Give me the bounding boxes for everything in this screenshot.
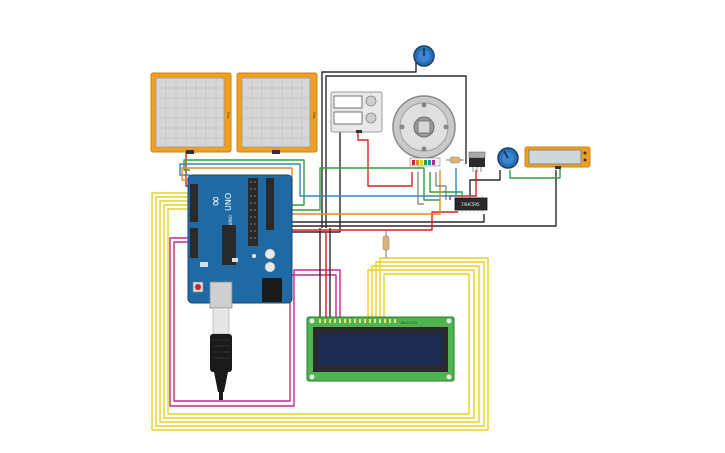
wire-yellow-2[interactable] [155,196,485,427]
arduino-digital-header[interactable] [248,178,258,246]
usb-cable[interactable] [210,307,232,400]
wire-green-1[interactable] [183,159,305,206]
gas-sensor-2[interactable]: Gas [236,72,318,154]
wire-black-top-2[interactable] [325,75,467,228]
ic-label: 74HC595 [461,202,480,207]
arduino-usb-port[interactable] [209,281,233,309]
gas-sensor-1[interactable]: Gas [150,72,232,154]
wire-red-long[interactable] [268,211,458,231]
wire-black-ic[interactable] [469,170,501,200]
wire-magenta-1[interactable] [169,237,341,407]
wire-magenta-2[interactable] [173,241,337,402]
lcd-screen [318,333,443,366]
wire-yellow-4[interactable] [163,204,475,419]
small-display-module[interactable] [524,146,591,169]
arduino-atmega-chip [222,225,236,265]
arduino-analog-header[interactable] [190,228,198,258]
gas-sensor-2-grid [242,78,310,147]
wire-red-right[interactable] [449,170,477,200]
voltage-regulator[interactable] [468,151,486,172]
resistor-1[interactable] [446,156,464,164]
wire-orange[interactable] [181,167,441,215]
potentiometer-top[interactable] [413,45,435,67]
wire-green-2[interactable] [268,167,440,211]
wire-gray-2[interactable] [435,172,447,200]
gas-sensor-1-grid [156,78,224,147]
shift-register-ic[interactable]: 74HC595 [454,196,488,212]
wire-yellow-3[interactable] [159,200,480,423]
dc-motor[interactable] [392,95,456,167]
arduino-power-jack[interactable] [262,278,282,302]
wire-red-sensor[interactable] [357,132,413,187]
wire-yellow-5[interactable] [167,208,470,415]
wire-black-right[interactable] [268,170,557,227]
relay-module[interactable] [330,91,383,133]
gas-sensor-2-pins[interactable] [272,150,280,154]
resistor-lcd[interactable] [382,230,390,258]
wire-black-pot-top[interactable] [321,58,417,228]
arduino-brand: ARDUINO [228,215,233,234]
lcd-16x2[interactable]: 16x2 LCD [306,316,455,382]
gas-sensor-1-pins[interactable] [186,150,194,154]
gas-sensor-1-label: Gas [226,112,230,119]
wire-gray-1[interactable] [417,172,424,205]
potentiometer-right[interactable] [497,147,519,169]
motor-connector[interactable] [409,157,441,167]
wire-blue[interactable] [179,163,457,197]
arduino-uno-board[interactable]: ∞ UNO ARDUINO [187,174,293,309]
arduino-power-header[interactable] [190,184,198,222]
wire-black-long[interactable] [268,214,485,223]
arduino-capacitor-2 [264,261,276,273]
arduino-right-header[interactable] [266,178,274,230]
lcd-label: 16x2 LCD [400,321,417,325]
gas-sensor-2-label: Gas [312,112,316,119]
arduino-capacitor-1 [264,248,276,260]
arduino-logo: ∞ [208,195,224,207]
arduino-board-name: UNO [224,193,233,211]
wire-yellow-1[interactable] [151,192,489,431]
lcd-pin-header[interactable] [319,319,396,323]
wire-green-3[interactable] [509,168,561,179]
